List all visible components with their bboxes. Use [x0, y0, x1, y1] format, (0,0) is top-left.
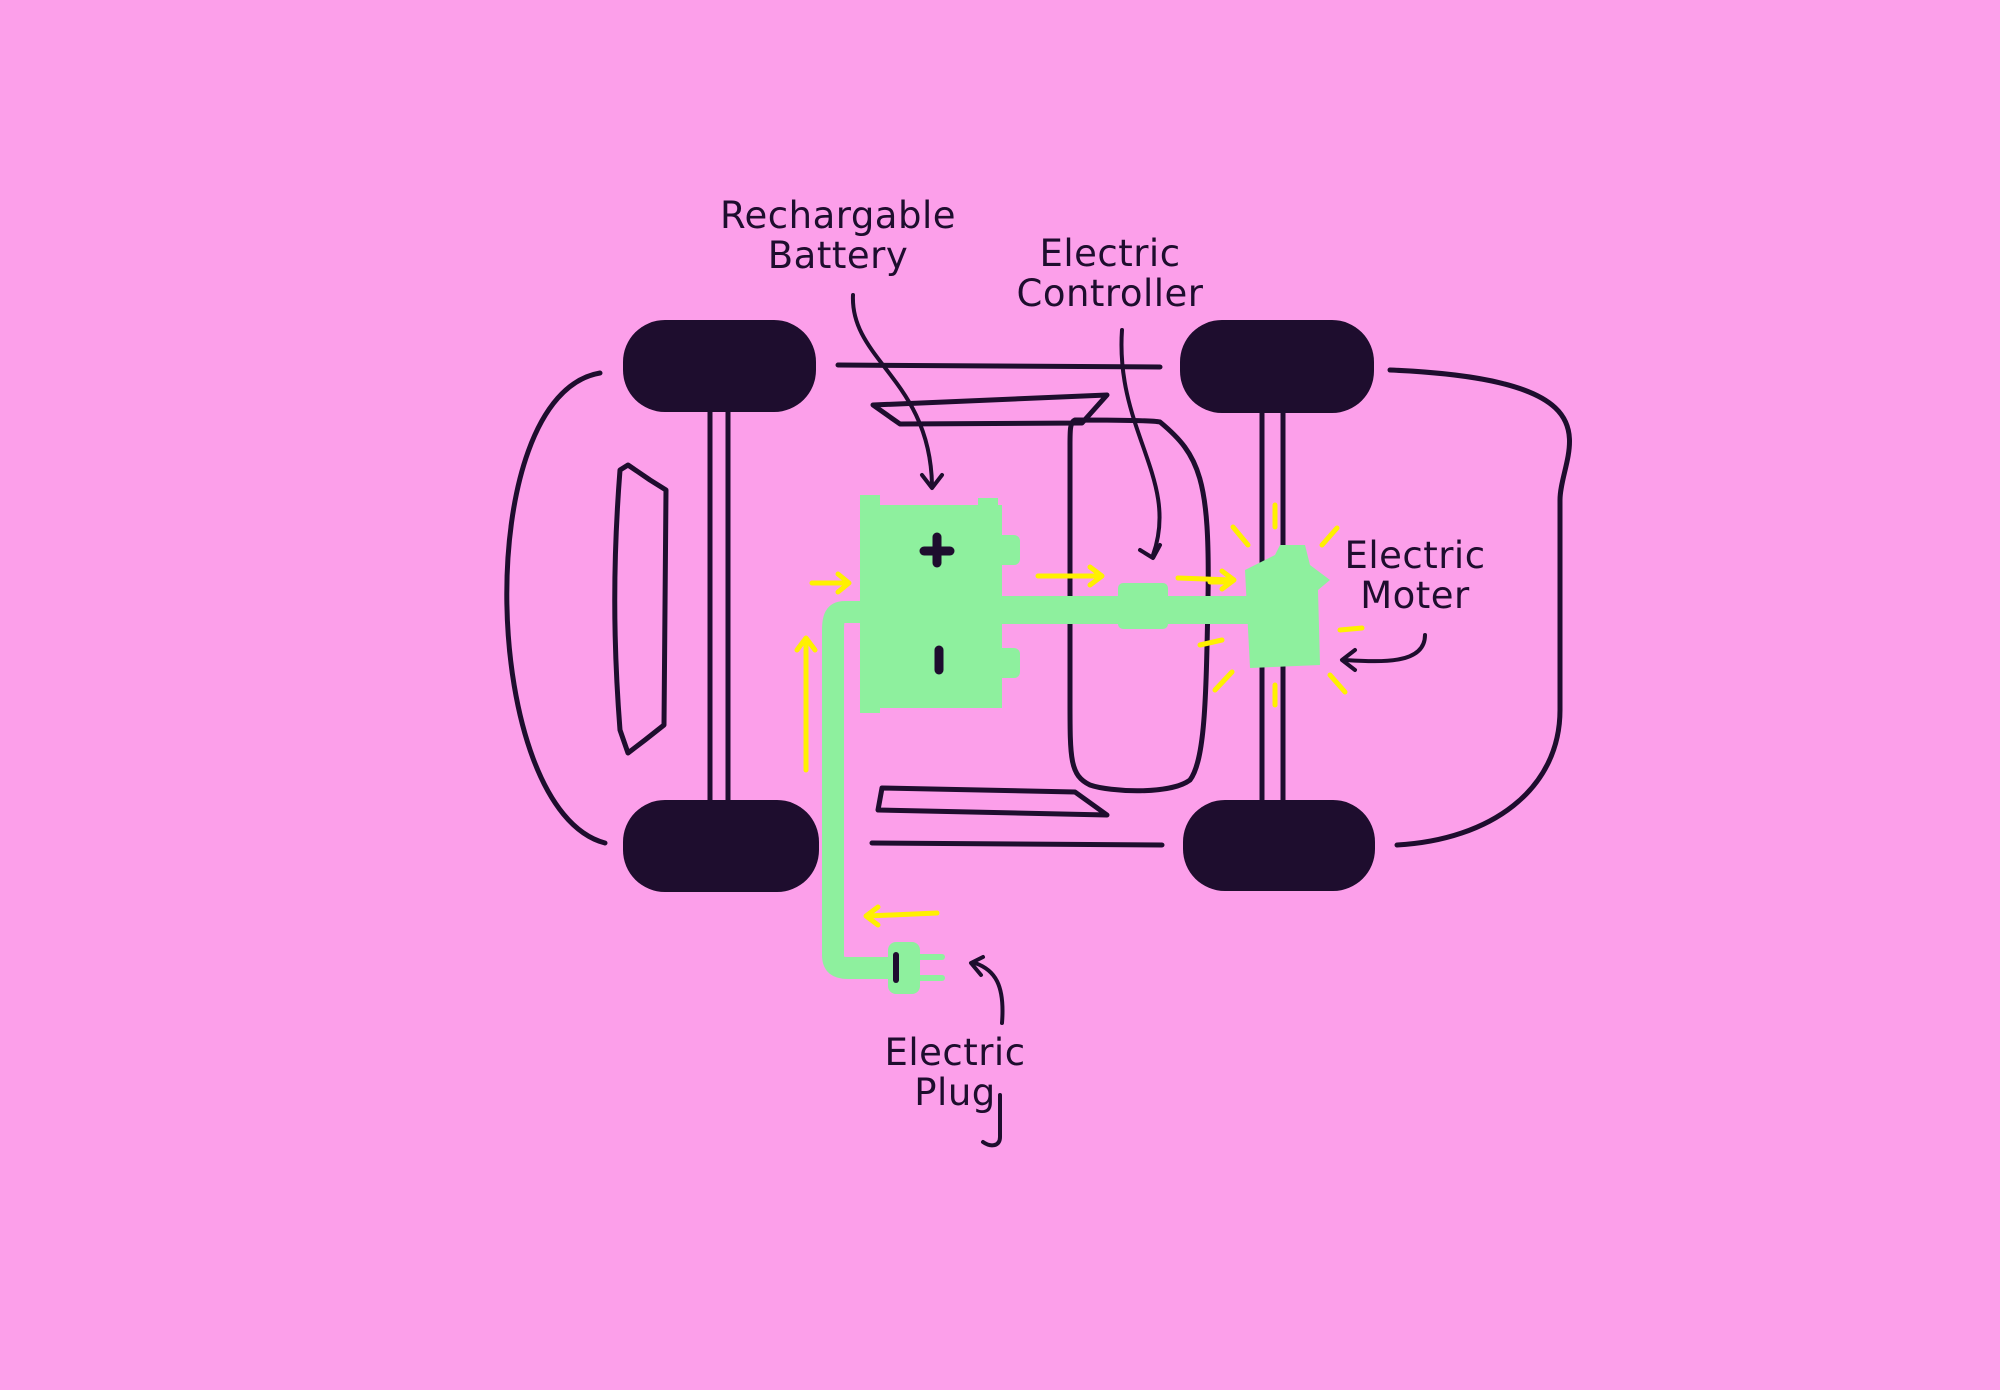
plug-label-line1: Electric — [884, 1031, 1026, 1074]
wheel-front-right — [623, 800, 819, 892]
motor-label: Electric Moter — [1325, 536, 1505, 616]
center-console — [1067, 417, 1211, 794]
plug-label: Electric Plug — [865, 1033, 1045, 1113]
battery-pointer-arrow — [850, 293, 944, 490]
seat-panel-top — [870, 392, 1110, 427]
car-body-rear-outline — [1387, 367, 1572, 848]
flow-arrow-from-plug — [863, 904, 940, 928]
battery-label-line1: Rechargable — [719, 194, 957, 237]
car-body-front-outline — [504, 370, 608, 846]
motor-glow-rays — [1197, 502, 1365, 708]
controller-pointer-arrow — [1119, 328, 1162, 560]
flow-arrow-up-cable — [794, 635, 818, 773]
car-side-line-bottom — [869, 840, 1165, 848]
plug-head — [888, 942, 920, 994]
battery-terminal-bottom — [990, 648, 1020, 678]
plug-cable — [822, 601, 892, 979]
motor-pointer-arrow — [1340, 633, 1427, 672]
controller-box — [1118, 583, 1168, 629]
wheel-front-left — [623, 320, 816, 412]
flow-arrow-into-battery — [809, 571, 852, 595]
battery-terminal-top — [990, 535, 1020, 565]
plug-pointer-arrow — [969, 955, 1005, 1025]
battery-left-tab — [860, 495, 880, 713]
seat-panel-bottom — [875, 785, 1110, 818]
motor-label-line1: Electric — [1344, 534, 1486, 577]
controller-label: Electric Controller — [1010, 234, 1210, 314]
flow-arrow-to-controller — [1035, 564, 1105, 588]
wheel-rear-right — [1183, 800, 1375, 891]
controller-label-line2: Controller — [1016, 272, 1204, 315]
battery-label-line2: Battery — [767, 234, 909, 277]
plug-label-underline — [981, 1093, 1002, 1148]
motor-label-line2: Moter — [1360, 574, 1470, 617]
plug-label-line2: Plug — [914, 1071, 996, 1114]
wheel-rear-left — [1180, 320, 1374, 413]
car-side-line-top — [835, 362, 1163, 370]
front-grille — [612, 462, 669, 756]
controller-label-line1: Electric — [1039, 232, 1181, 275]
battery-terminal-signs — [919, 532, 955, 675]
motor-body — [1245, 545, 1330, 668]
battery-label: Rechargable Battery — [718, 196, 958, 276]
